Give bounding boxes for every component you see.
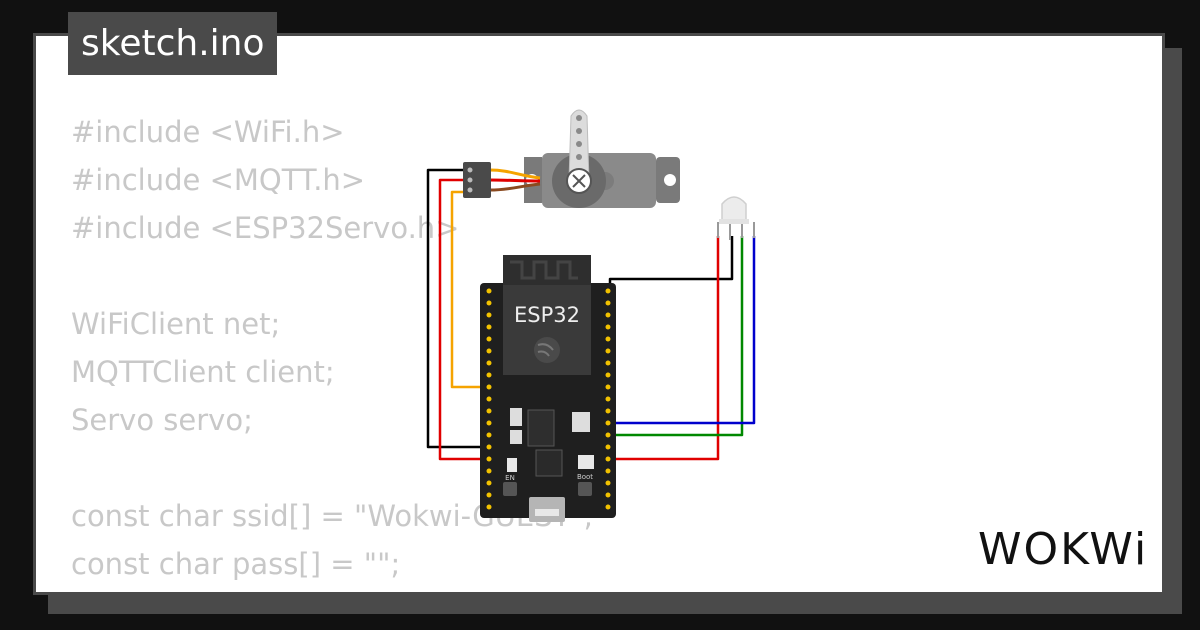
code-editor: #include <WiFi.h> #include <MQTT.h> #inc… — [71, 108, 593, 588]
wire-led-blue[interactable] — [610, 236, 756, 425]
connector-pin — [467, 187, 473, 193]
code-line: MQTTClient client; — [71, 355, 335, 389]
smd-component — [510, 408, 522, 426]
servo-screw-hole — [664, 174, 676, 186]
right-pin-header[interactable] — [605, 288, 611, 510]
servo-axle-screw-icon — [572, 174, 586, 188]
espressif-logo-icon — [537, 343, 554, 357]
smd-component — [507, 458, 517, 472]
wire-servo-vcc[interactable] — [438, 178, 490, 461]
horn-hole — [576, 128, 582, 134]
horn-hole — [576, 115, 582, 121]
antenna-trace-icon — [510, 260, 578, 280]
en-button[interactable] — [503, 482, 517, 496]
code-line: Servo servo; — [71, 403, 253, 437]
code-line: #include <WiFi.h> — [71, 115, 345, 149]
regulator-chip — [527, 409, 555, 447]
connector-pin — [467, 177, 473, 183]
code-line: const char pass[] = ""; — [71, 547, 401, 581]
servo-motor[interactable] — [524, 109, 680, 208]
code-line: WiFiClient net; — [71, 307, 281, 341]
smd-component — [510, 430, 522, 444]
servo-cable — [489, 168, 541, 192]
usb-uart-chip — [535, 449, 563, 477]
wire-servo-gnd[interactable] — [426, 168, 490, 449]
espressif-logo-icon — [534, 337, 560, 363]
horn-hole — [576, 141, 582, 147]
en-label: EN — [505, 474, 515, 482]
file-tab[interactable]: sketch.ino — [68, 12, 278, 75]
wire-led-green[interactable] — [610, 236, 744, 437]
wokwi-logo: WOKWi — [978, 524, 1149, 575]
code-line: #include <ESP32Servo.h> — [71, 211, 460, 245]
smd-component — [578, 455, 594, 469]
micro-usb-slot — [535, 509, 559, 516]
connector-pin — [467, 167, 473, 173]
code-line: #include <MQTT.h> — [71, 163, 366, 197]
wire-led-common[interactable] — [608, 236, 734, 290]
led-dome — [721, 196, 747, 223]
rgb-led[interactable] — [717, 196, 755, 240]
boot-button[interactable] — [578, 482, 592, 496]
horn-hole — [576, 154, 582, 160]
led-rim — [719, 219, 749, 224]
chip-label: ESP32 — [514, 303, 580, 327]
boot-label: Boot — [577, 473, 593, 481]
servo-connector[interactable] — [463, 162, 491, 198]
smd-component — [572, 412, 590, 432]
esp32-board[interactable]: ESP32 — [480, 255, 616, 522]
wire-led-red[interactable] — [610, 236, 720, 461]
left-pin-header[interactable] — [486, 288, 492, 510]
